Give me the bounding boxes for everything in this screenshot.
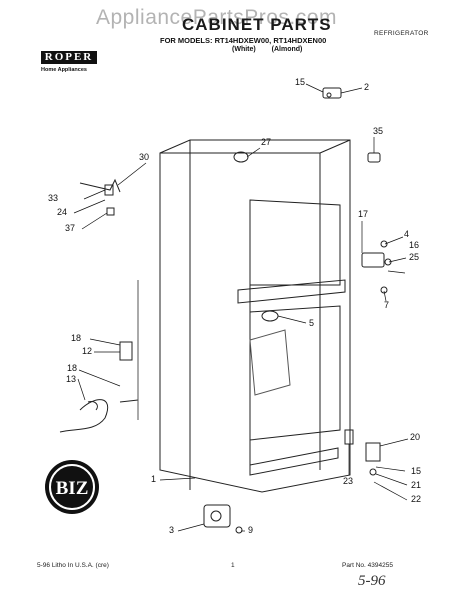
category-label: REFRIGERATOR xyxy=(374,30,429,37)
callout-3: 3 xyxy=(169,525,175,535)
callout-24: 24 xyxy=(57,207,68,217)
callout-7: 7 xyxy=(384,300,390,310)
callout-16: 16 xyxy=(409,240,420,250)
callout-22: 22 xyxy=(411,494,422,504)
fresh-food-opening xyxy=(249,305,341,441)
callout-9: 9 xyxy=(248,525,254,535)
models-line: FOR MODELS: RT14HDXEW00, RT14HDXEN00 xyxy=(160,36,327,45)
callout-33: 33 xyxy=(48,193,59,203)
callout-35: 35 xyxy=(373,126,384,136)
callout-13: 13 xyxy=(66,374,77,384)
roper-logo: ROPER xyxy=(41,51,97,64)
callout-2: 2 xyxy=(364,82,370,92)
footer-part-number: Part No. 4394255 xyxy=(342,562,393,569)
callout-30: 30 xyxy=(139,152,150,162)
watermark: AppliancePartsPros.com xyxy=(96,6,337,29)
callout-15a: 15 xyxy=(295,77,306,87)
callout-20: 20 xyxy=(410,432,421,442)
callout-15b: 15 xyxy=(411,466,422,476)
biz-badge-text: BIZ xyxy=(56,478,89,499)
callout-5: 5 xyxy=(309,318,315,328)
divider-rail xyxy=(237,279,346,304)
footer-page-number: 1 xyxy=(231,562,235,569)
color-almond: (Almond) xyxy=(271,46,303,53)
callout-18a: 18 xyxy=(71,333,82,343)
footer-print-info: 5-96 Litho In U.S.A. (cre) xyxy=(37,562,109,569)
freezer-opening xyxy=(249,199,341,286)
logo-subtext: Home Appliances xyxy=(41,67,87,73)
callout-18b: 18 xyxy=(67,363,78,373)
callout-4: 4 xyxy=(404,229,410,239)
callout-12: 12 xyxy=(82,346,93,356)
color-white: (White) xyxy=(232,46,256,53)
page-title: CABINET PARTS xyxy=(182,15,332,34)
callout-23: 23 xyxy=(343,476,354,486)
callout-21: 21 xyxy=(411,480,422,490)
callout-25: 25 xyxy=(409,252,420,262)
color-line: (White) (Almond) xyxy=(232,46,316,53)
handwritten-note: 5-96 xyxy=(358,573,386,589)
biz-badge xyxy=(45,460,99,514)
callout-37: 37 xyxy=(65,223,76,233)
callout-27: 27 xyxy=(261,137,272,147)
callout-1: 1 xyxy=(151,474,157,484)
callout-17: 17 xyxy=(358,209,369,219)
